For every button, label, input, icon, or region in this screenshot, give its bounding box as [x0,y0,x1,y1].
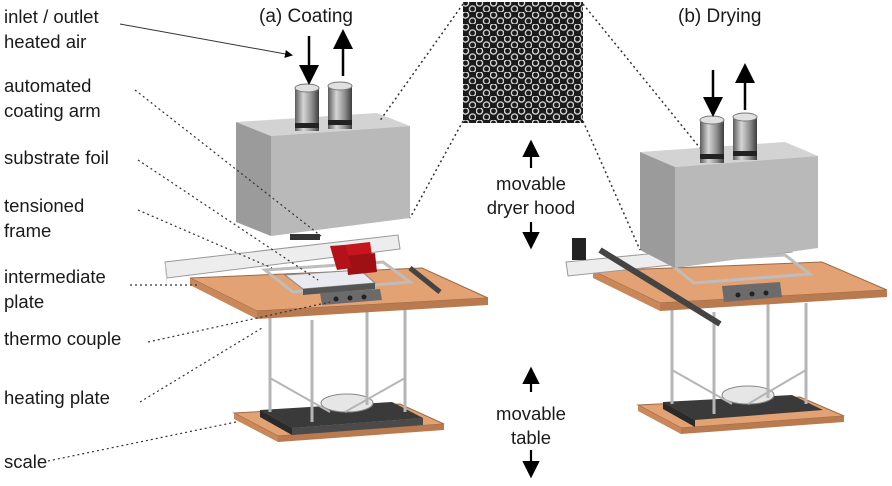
label-hood-2: dryer hood [486,197,576,218]
air-arrows-b [703,63,755,117]
drying-setup [565,63,888,434]
title-drying: (b) Drying [678,6,762,27]
label-air-1: inlet / outlet [4,6,99,27]
label-frame-1: tensioned [4,195,85,216]
air-ducts-b [699,112,758,163]
scale-base-a [232,393,445,442]
table-legs-b [670,296,808,414]
label-thermo: thermo couple [4,328,122,349]
label-frame-2: frame [4,220,52,241]
label-arm-1: automated [4,75,92,96]
air-arrows-a [299,29,353,85]
dryer-hood-b [640,142,818,268]
honeycomb-inset [378,2,701,251]
dryer-hood-a [236,113,410,236]
title-coating: (a) Coating [259,6,353,27]
coating-arm-a [290,234,377,275]
label-hood-1: movable [496,173,566,194]
label-intermediate-2: plate [4,291,45,312]
label-substrate: substrate foil [4,147,109,168]
label-intermediate-1: intermediate [4,266,106,287]
label-scale: scale [4,451,48,472]
coating-setup [164,29,489,442]
leader-lines [47,23,331,462]
air-ducts-a [294,81,353,131]
thermo-block-a [320,289,382,305]
label-arm-2: coating arm [4,100,101,121]
label-table-2: table [510,427,552,448]
scale-base-b [636,385,845,434]
table-legs-a [268,302,407,422]
label-table-1: movable [496,403,566,424]
tensioned-frame-a [261,260,415,295]
label-heating: heating plate [4,387,110,408]
label-air-2: heated air [4,31,87,52]
